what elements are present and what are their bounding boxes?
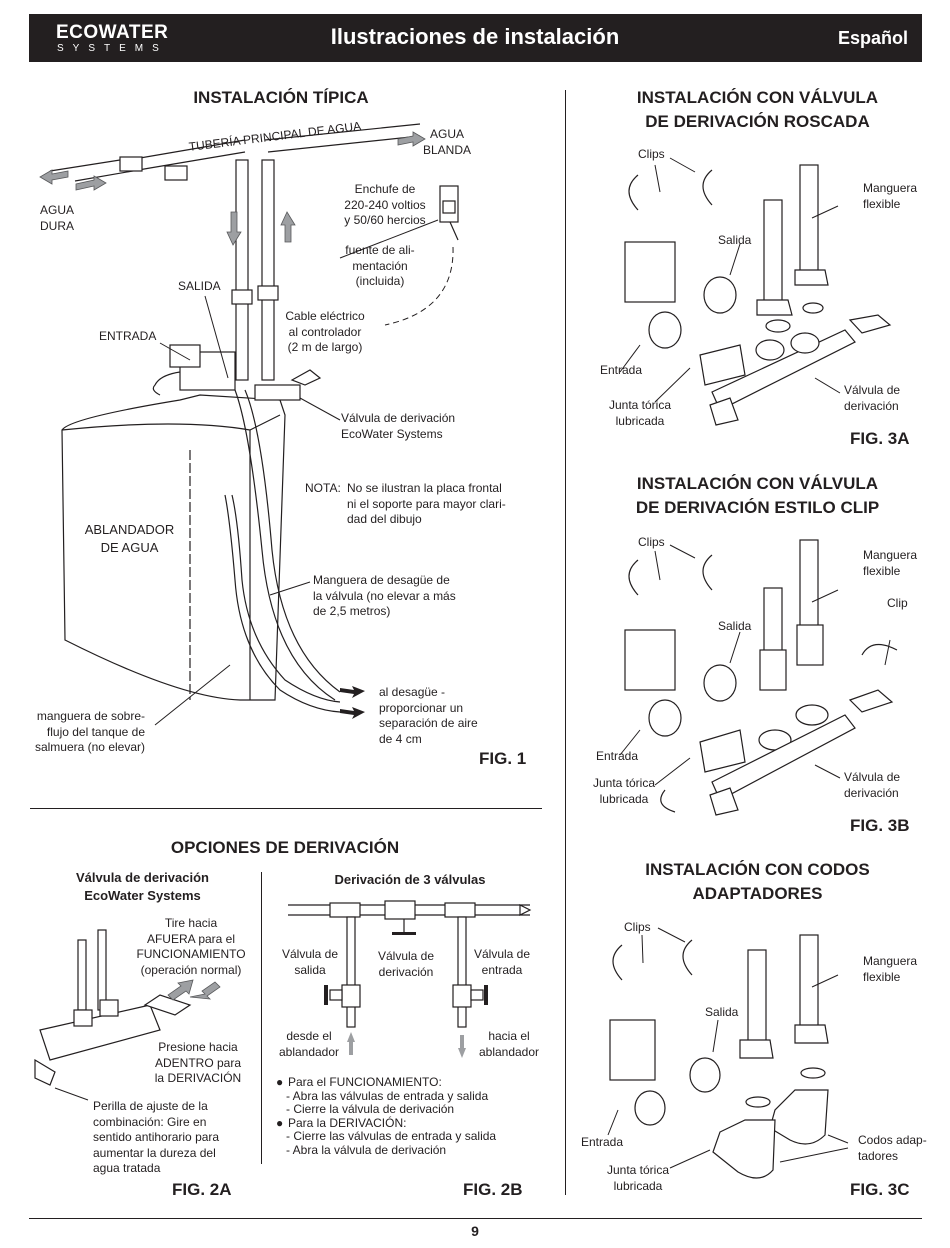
fig2b-instructions: ●Para el FUNCIONAMIENTO: - Abra las válv…	[276, 1075, 497, 1157]
power-supply-label: fuente de ali-mentación(incluida)	[345, 243, 415, 288]
fig3c-clips-label: Clips	[624, 920, 651, 934]
hard-water-in-arrow	[75, 175, 107, 191]
fig3c-outlet-label: Salida	[705, 1005, 739, 1019]
fig2a-label: FIG. 2A	[172, 1180, 232, 1199]
footer-rule	[29, 1218, 922, 1219]
down-flow-arrow	[226, 211, 242, 246]
fig2b-subtitle: Derivación de 3 válvulas	[334, 872, 486, 887]
note-label: NOTA:	[305, 481, 341, 495]
fig3b-inlet-label: Entrada	[596, 749, 639, 763]
fig3b-outlet-label: Salida	[718, 619, 752, 633]
fig3b-label: FIG. 3B	[850, 816, 910, 835]
hard-water-out-arrow	[39, 169, 69, 185]
instruction-bypass: ●Para la DERIVACIÓN:	[276, 1115, 407, 1130]
fig3b-clips-label: Clips	[638, 535, 665, 549]
fig3c-drawing	[607, 927, 849, 1179]
fig3c-elbows-label: Codos adap-tadores	[858, 1133, 927, 1163]
inlet-label: ENTRADA	[99, 329, 157, 343]
language-label: Español	[837, 28, 908, 48]
page-title: Ilustraciones de instalación	[330, 24, 620, 49]
fig3a-clips-label: Clips	[638, 147, 665, 161]
bypass-options-title: OPCIONES DE DERIVACIÓN	[170, 838, 400, 857]
fig2b-label: FIG. 2B	[463, 1180, 523, 1199]
up-flow-arrow	[280, 211, 296, 243]
fig3a-outlet-label: Salida	[718, 233, 752, 247]
brand-logo-top: ECOWATER	[56, 22, 169, 43]
fig3c-label: FIG. 3C	[850, 1180, 910, 1199]
fig1-main-pipe	[49, 123, 421, 381]
fig1-title: INSTALACIÓN TÍPICA	[193, 88, 369, 107]
section-divider	[30, 808, 542, 809]
pull-out-arrow	[167, 979, 194, 1001]
fig2-divider	[261, 872, 262, 1164]
fig3b-drawing	[619, 539, 898, 816]
page-number: 9	[471, 1223, 479, 1239]
brand-logo-bottom: SYSTEMS	[57, 43, 168, 54]
header-bar	[29, 14, 922, 62]
fig3a-drawing	[619, 157, 892, 426]
instruction-operation: ●Para el FUNCIONAMIENTO:	[276, 1075, 442, 1089]
fig3a-label: FIG. 3A	[850, 429, 910, 448]
column-divider	[565, 90, 566, 1195]
fig1-label: FIG. 1	[479, 749, 527, 768]
push-in-arrow	[189, 981, 221, 1000]
fig3c-inlet-label: Entrada	[581, 1135, 624, 1149]
fig3a-inlet-label: Entrada	[600, 363, 643, 377]
outlet-label: SALIDA	[178, 279, 221, 293]
soft-water-arrow	[397, 131, 426, 147]
fig3b-clip-label: Clip	[887, 596, 908, 610]
